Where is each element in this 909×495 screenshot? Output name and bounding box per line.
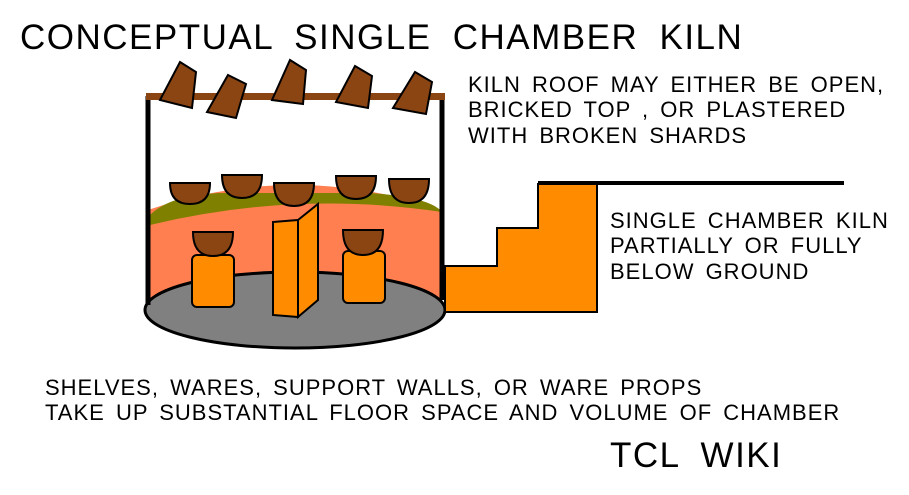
- roof-note: KILN ROOF MAY EITHER BE OPEN, BRICKED TO…: [468, 72, 884, 148]
- ground-note-line: SINGLE CHAMBER KILN: [610, 208, 889, 233]
- ware-bowl: [168, 182, 212, 206]
- ware-bowl: [220, 174, 264, 200]
- shelves-note-line: SHELVES, WARES, SUPPORT WALLS, OR WARE P…: [45, 375, 703, 400]
- ware-prop: [342, 250, 386, 304]
- roof-note-line: KILN ROOF MAY EITHER BE OPEN,: [468, 72, 885, 97]
- roof-shards: [158, 58, 434, 120]
- ground-steps: [444, 183, 598, 313]
- ground-note-line: PARTIALLY OR FULLY: [610, 233, 863, 259]
- diagram-title: CONCEPTUAL SINGLE CHAMBER KILN: [20, 18, 744, 57]
- ware-bowl: [341, 229, 385, 257]
- roof-shard: [391, 70, 434, 116]
- roof-shard: [270, 58, 308, 106]
- olive-layer: [150, 193, 442, 225]
- support-wall-front: [272, 218, 299, 319]
- roof-note-line: BRICKED TOP , OR PLASTERED: [468, 97, 847, 123]
- ware-bowl: [334, 175, 378, 201]
- roof-shard: [334, 64, 374, 110]
- ware-bowl: [272, 182, 316, 208]
- roof-shard: [158, 60, 198, 110]
- top-wares: [168, 174, 431, 208]
- ware-prop: [191, 254, 235, 308]
- ground-note: SINGLE CHAMBER KILN PARTIALLY OR FULLY B…: [610, 208, 889, 284]
- shelves-note: SHELVES, WARES, SUPPORT WALLS, OR WARE P…: [45, 375, 840, 426]
- support-wall: [272, 201, 319, 320]
- footer-label: TCL WIKI: [610, 436, 783, 475]
- shelves-note-line: TAKE UP SUBSTANTIAL FLOOR SPACE AND VOLU…: [45, 400, 841, 426]
- ware-bowl: [191, 231, 235, 258]
- support-wall-side: [297, 201, 319, 320]
- roof-note-line: WITH BROKEN SHARDS: [468, 122, 748, 148]
- ground-note-line: BELOW GROUND: [610, 258, 810, 284]
- roof-shard: [205, 73, 248, 120]
- ware-bowl: [387, 178, 431, 205]
